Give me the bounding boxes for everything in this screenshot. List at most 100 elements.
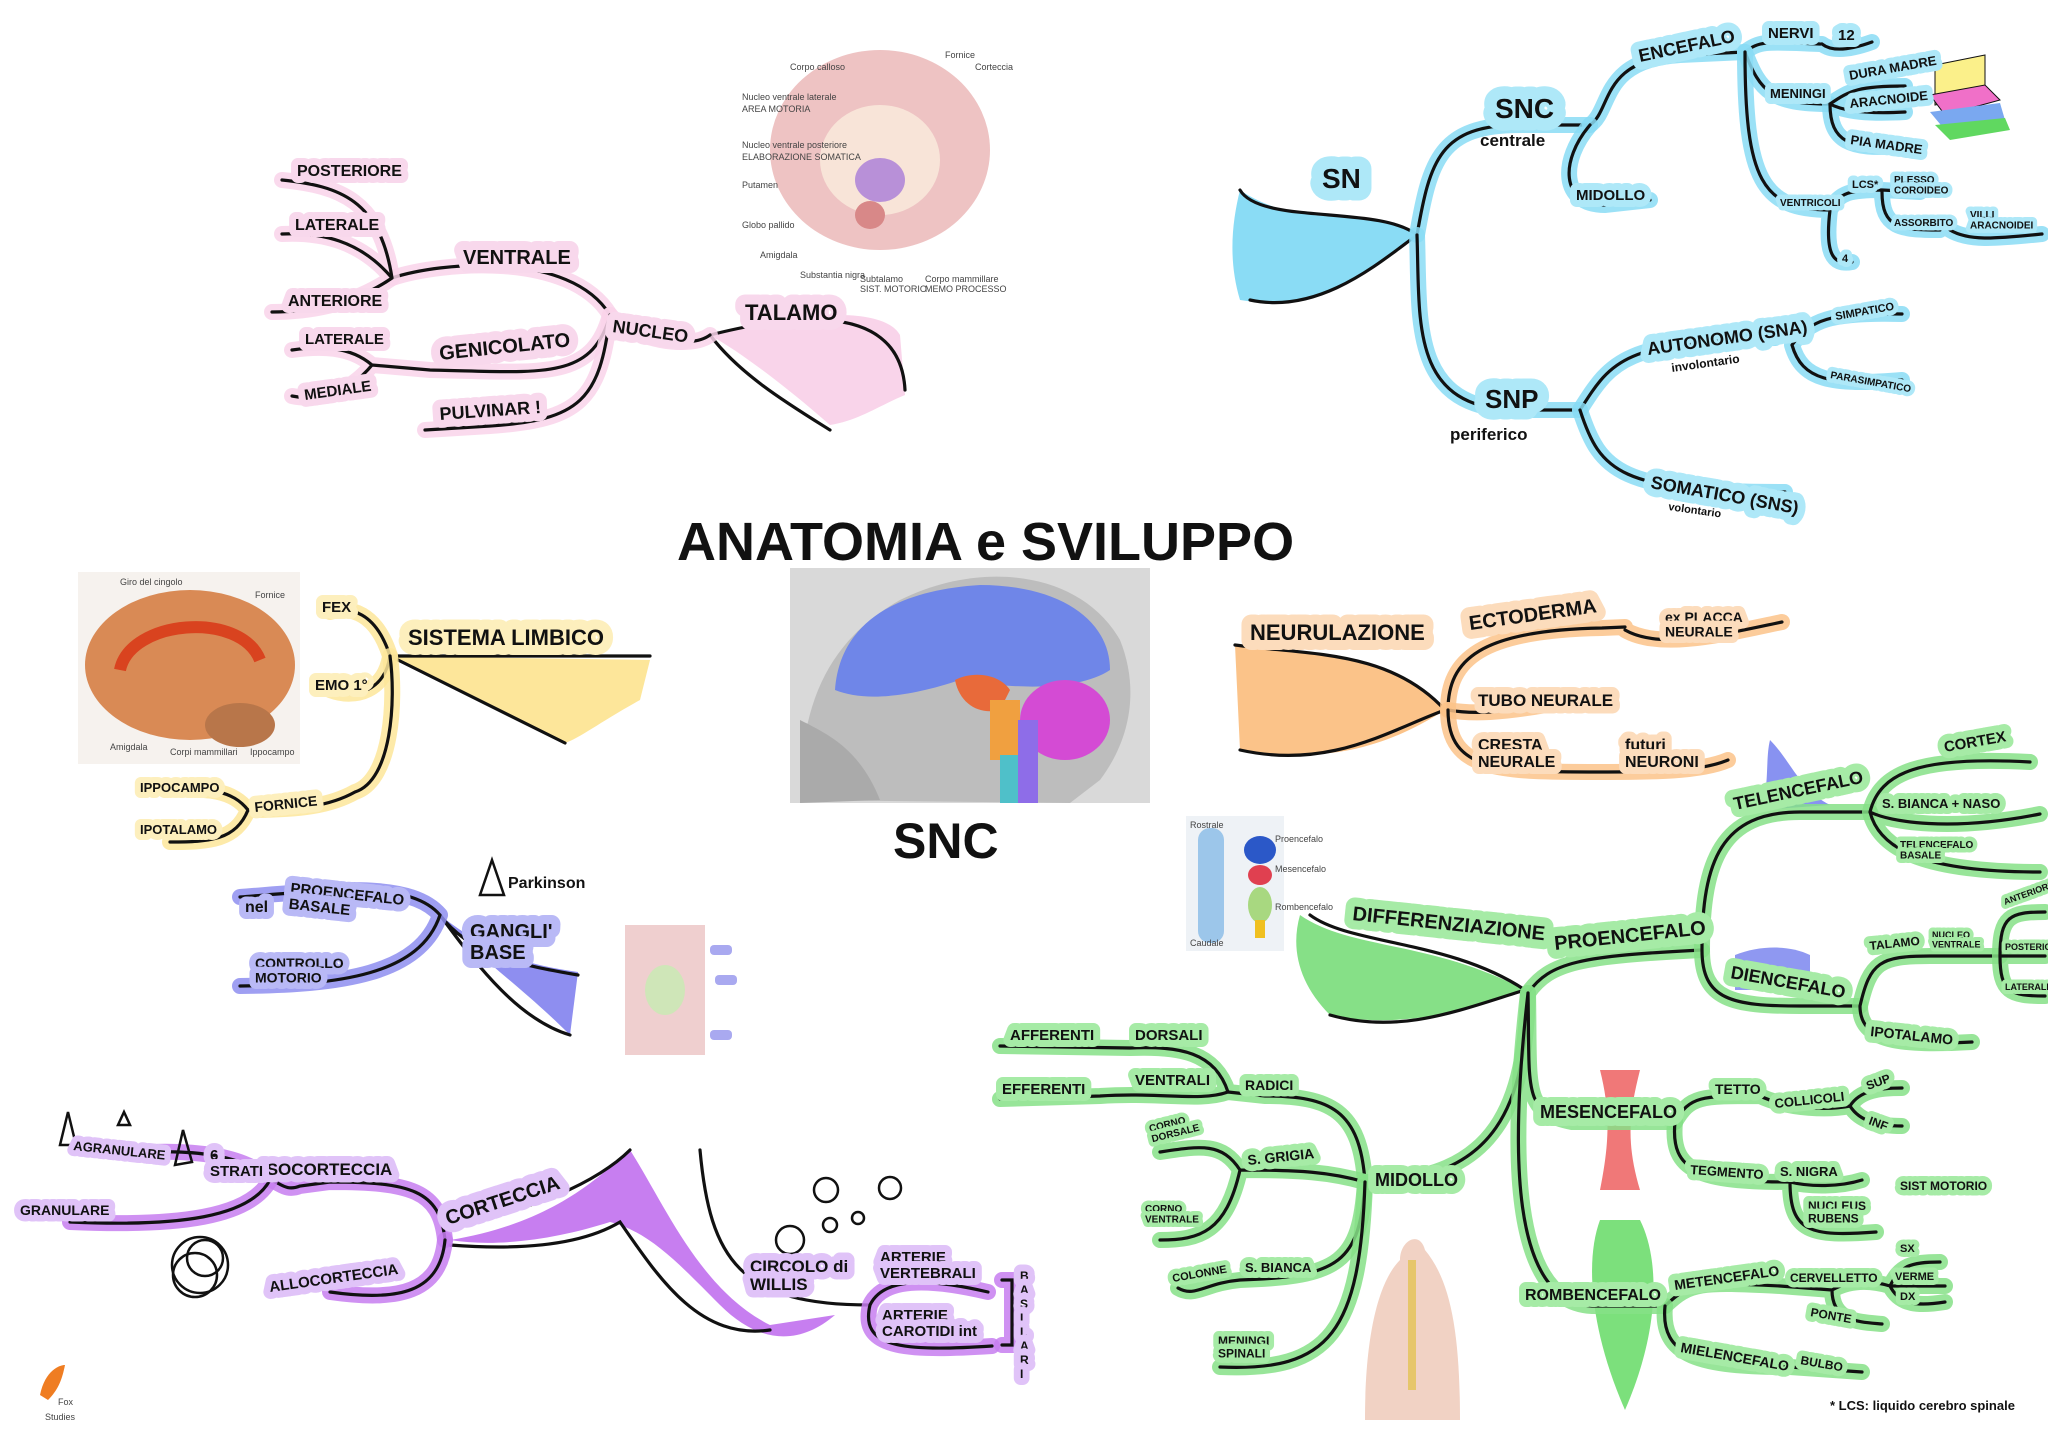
label-line: BASALE xyxy=(1900,851,1941,862)
doodles xyxy=(58,856,903,1299)
branch-line xyxy=(1672,1120,1878,1236)
branch-line xyxy=(423,313,612,432)
coronal-section-image xyxy=(738,50,993,294)
sn-snc-sub-label: centrale xyxy=(1480,131,1545,150)
image-caption: Globo pallido xyxy=(742,220,795,230)
limbico-fex-label: FEX xyxy=(322,599,351,616)
sn-somatico-sub-label: volontario xyxy=(1668,501,1723,520)
limbic-brain-image xyxy=(78,572,300,764)
label-line: CORNO xyxy=(1145,1204,1182,1215)
branch-line xyxy=(1446,620,1784,712)
limbico-ipotalamo-label: IPOTALAMO xyxy=(140,822,217,837)
branch-line xyxy=(1446,708,1730,774)
branch-line xyxy=(1700,810,1872,1008)
label-line: 6 xyxy=(210,1147,218,1164)
fox-studies-logo: Fox Studies xyxy=(40,1365,76,1422)
basilari-letter: A xyxy=(1020,1339,1029,1353)
neurulazione-blob xyxy=(1233,643,1447,758)
differenziazione-mesencefalo-label: MESENCEFALO xyxy=(1540,1102,1677,1122)
image-caption: Caudale xyxy=(1190,938,1224,948)
branch-line xyxy=(1998,910,2047,998)
differenziazione-afferenti-label: AFFERENTI xyxy=(1010,1027,1094,1044)
branch-line xyxy=(328,1238,447,1298)
warning-icon xyxy=(478,856,506,897)
limbico-ippocampo-label: IPPOCAMPO xyxy=(140,780,219,795)
differenziazione-posteriore-label: POSTERIORE xyxy=(2005,942,2048,952)
branch-line xyxy=(390,263,612,317)
neural-tube-image xyxy=(1186,816,1284,951)
sn-assorbito-label: ASSORBITO xyxy=(1894,218,1953,229)
neurulazione-title-label: NEURULAZIONE xyxy=(1250,620,1425,645)
corteccia-agranulare-label: AGRANULARE xyxy=(73,1138,167,1163)
label-line: TELENCEFALO xyxy=(1900,840,1974,851)
branch-line xyxy=(608,313,712,344)
image-caption: Rombencefalo xyxy=(1275,902,1333,912)
gangli-gangli-label: GANGLI'BASE xyxy=(470,921,553,964)
label-line: VENTRALE xyxy=(1932,939,1981,949)
differenziazione-efferenti-label: EFFERENTI xyxy=(1002,1081,1085,1098)
branch-highlight xyxy=(384,257,618,323)
branch-line xyxy=(1578,408,1787,494)
branch-line xyxy=(998,1044,1367,1184)
branch-highlight xyxy=(262,1172,453,1248)
label-line: CRESTA xyxy=(1478,737,1543,754)
basilari-letter: I xyxy=(1020,1367,1023,1381)
differenziazione-cortex-label: CORTEX xyxy=(1943,728,2008,756)
branch-highlight xyxy=(992,1038,1373,1190)
branch-line xyxy=(1415,123,1592,237)
label-line: STRATI xyxy=(210,1163,263,1180)
label-line: PLESSO xyxy=(1894,175,1935,186)
sn-nervi-label: NERVI xyxy=(1768,25,1814,42)
branch-line xyxy=(1663,1260,1947,1326)
branch-line xyxy=(1526,948,1704,995)
label-line: CAROTIDI int xyxy=(882,1323,977,1340)
sn-snp-sub-label: periferico xyxy=(1450,425,1527,444)
branch-line xyxy=(68,1150,272,1225)
sn-blob xyxy=(1232,188,1419,305)
branch-line xyxy=(1743,50,2044,265)
image-caption: Amigdala xyxy=(110,742,148,752)
label-line: VERTEBRALI xyxy=(880,1265,976,1282)
gangli-blob xyxy=(438,913,580,1037)
label-line: NEURALE xyxy=(1478,754,1556,771)
page-title: ANATOMIA e SVILUPPO xyxy=(677,512,1294,572)
differenziazione-tetto-label: TETTO xyxy=(1715,1081,1761,1097)
branches xyxy=(62,34,2048,1380)
center-label: SNC xyxy=(893,813,999,869)
talamo-posteriore-label: POSTERIORE xyxy=(297,163,402,180)
label-line: CONTROLLO xyxy=(255,955,344,971)
image-caption: MEMO PROCESSO xyxy=(925,284,1007,294)
image-caption: Corteccia xyxy=(975,62,1013,72)
image-caption: Corpo calloso xyxy=(790,62,845,72)
image-caption: ELABORAZIONE SOMATICA xyxy=(742,152,861,162)
corteccia-blob xyxy=(443,1148,872,1337)
label-line: SPINALI xyxy=(1218,1347,1265,1361)
talamo-laterale-label: LATERALE xyxy=(295,217,379,234)
branch-line xyxy=(1858,954,2002,1045)
image-caption: Ippocampo xyxy=(250,747,295,757)
talamo-anteriore-label: ANTERIORE xyxy=(288,293,383,310)
limbico-blob xyxy=(388,654,652,745)
differenziazione-blob xyxy=(1296,913,1527,1024)
label-line: ARTERIE xyxy=(880,1249,946,1266)
branch-line xyxy=(1828,84,1907,149)
label-line: CIRCOLO di xyxy=(750,1257,848,1276)
differenziazione-radici-label: RADICI xyxy=(1245,1077,1293,1093)
label-line: NEURONI xyxy=(1625,754,1699,771)
scribble-icon xyxy=(170,1235,230,1299)
gangli-parkinson-label: Parkinson xyxy=(508,875,585,892)
talamo-ventrale-label: VENTRALE xyxy=(463,247,571,269)
label-line: NEURALE xyxy=(1665,624,1733,640)
basilari-letter: I xyxy=(1020,1311,1023,1325)
neurulazione-tubo-label: TUBO NEURALE xyxy=(1478,691,1613,710)
differenziazione-sbianca-label: S. BIANCA xyxy=(1245,1260,1312,1275)
basal-ganglia-image xyxy=(620,908,755,1064)
sn-meningi-label: MENINGI xyxy=(1770,86,1826,101)
image-caption: Amigdala xyxy=(760,250,798,260)
differenziazione-rombencefalo-label: ROMBENCEFALO xyxy=(1525,1287,1661,1304)
note-label: * LCS: liquido cerebro spinale xyxy=(1830,1398,2015,1413)
